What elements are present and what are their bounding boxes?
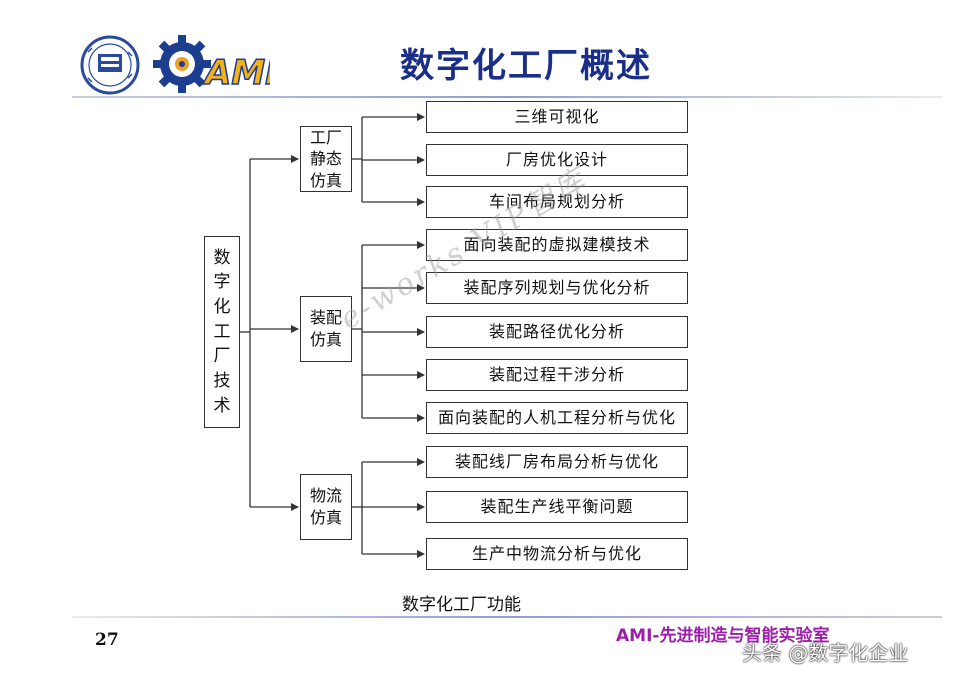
gear-icon (153, 35, 211, 93)
page-number: 27 (95, 630, 119, 650)
leaf-node: 装配序列规划与优化分析 (426, 272, 688, 304)
leaf-node: 面向装配的虚拟建模技术 (426, 229, 688, 261)
category-label: 装配仿真 (309, 308, 342, 349)
footer-divider (72, 616, 942, 618)
leaf-node: 车间布局规划分析 (426, 186, 688, 218)
diagram-caption: 数字化工厂功能 (402, 595, 521, 615)
category-node-logistics: 物流仿真 (300, 474, 352, 540)
university-seal-icon (80, 35, 140, 95)
leaf-node: 装配过程干涉分析 (426, 359, 688, 391)
page-title: 数字化工厂概述 (400, 46, 652, 86)
leaf-node: 生产中物流分析与优化 (426, 538, 688, 570)
root-node: 数字化工厂技术 (204, 236, 240, 428)
category-node-static: 工厂静态仿真 (300, 126, 352, 192)
leaf-node: 装配路径优化分析 (426, 316, 688, 348)
leaf-node: 面向装配的人机工程分析与优化 (426, 402, 688, 434)
category-label: 工厂静态仿真 (309, 127, 342, 190)
category-node-assembly: 装配仿真 (300, 296, 352, 362)
root-label: 数字化工厂技术 (213, 247, 231, 416)
leaf-node: 装配线厂房布局分析与优化 (426, 446, 688, 478)
ami-logo-text: AMI (202, 53, 270, 93)
header-divider (72, 96, 942, 98)
lab-name: AMI-先进制造与智能实验室 (616, 626, 830, 646)
logo-group: AMI (80, 35, 270, 95)
leaf-node: 三维可视化 (426, 101, 688, 133)
social-watermark: 头条 @数字化企业 (742, 641, 909, 665)
leaf-node: 装配生产线平衡问题 (426, 491, 688, 523)
category-label: 物流仿真 (309, 486, 342, 527)
leaf-node: 厂房优化设计 (426, 144, 688, 176)
